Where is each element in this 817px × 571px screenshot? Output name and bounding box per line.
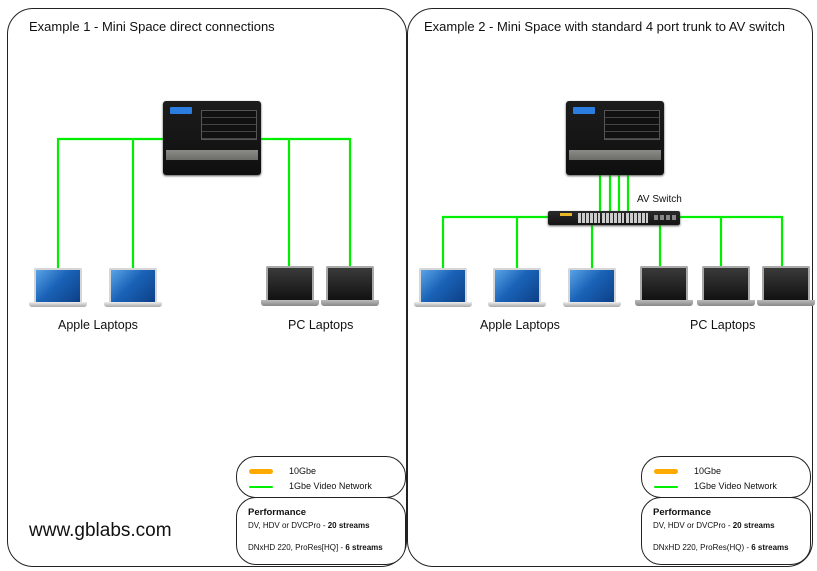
apple-laptop-icon [29, 268, 87, 308]
performance-line-dnxhd: DNxHD 220, ProRes(HQ) - 6 streams [653, 543, 789, 552]
server-front-band [569, 150, 661, 160]
server-front-band [166, 150, 258, 160]
server-logo-icon [170, 107, 192, 114]
ex1-apple-laptops-label: Apple Laptops [58, 318, 138, 332]
legend-10gbe-label: 10Gbe [289, 466, 317, 476]
performance-title: Performance [653, 507, 712, 518]
ex2-performance-box: Performance DV, HDV or DVCPro - 20 strea… [641, 497, 811, 565]
switch-ports-bank-3 [626, 213, 648, 223]
apple-laptop-icon [414, 268, 472, 308]
mini-space-server-ex1 [163, 101, 261, 175]
ex1-performance-box: Performance DV, HDV or DVCPro - 20 strea… [236, 497, 406, 565]
performance-line-dv: DV, HDV or DVCPro - 20 streams [653, 521, 775, 530]
example-1-title: Example 1 - Mini Space direct connection… [29, 19, 275, 34]
ex2-legend: 10Gbe 1Gbe Video Network [641, 456, 811, 498]
pc-laptop-icon [261, 266, 319, 306]
10gbe-swatch-icon [654, 469, 678, 474]
apple-laptop-icon [563, 268, 621, 308]
server-ports [604, 110, 660, 140]
av-switch-icon [548, 211, 680, 225]
pc-laptop-icon [697, 266, 755, 306]
mini-space-server-ex2 [566, 101, 664, 175]
av-switch-label: AV Switch [637, 194, 682, 205]
legend-1gbe-label: 1Gbe Video Network [289, 481, 372, 491]
1gbe-swatch-icon [249, 486, 273, 488]
ex1-legend: 10Gbe 1Gbe Video Network [236, 456, 406, 498]
switch-brand-tag [560, 213, 572, 216]
ex1-pc-laptops-label: PC Laptops [288, 318, 354, 332]
legend-1gbe-label: 1Gbe Video Network [694, 481, 777, 491]
website-link[interactable]: www.gblabs.com [29, 520, 172, 541]
server-logo-icon [573, 107, 595, 114]
pc-laptop-icon [321, 266, 379, 306]
switch-sfp-ports [654, 215, 676, 220]
switch-ports-bank-1 [578, 213, 600, 223]
10gbe-swatch-icon [249, 469, 273, 474]
example-2-title: Example 2 - Mini Space with standard 4 p… [424, 19, 786, 34]
legend-10gbe-label: 10Gbe [694, 466, 722, 476]
pc-laptop-icon [757, 266, 815, 306]
ex2-apple-laptops-label: Apple Laptops [480, 318, 560, 332]
1gbe-swatch-icon [654, 486, 678, 488]
switch-ports-bank-2 [602, 213, 624, 223]
ex2-pc-laptops-label: PC Laptops [690, 318, 756, 332]
performance-line-dv: DV, HDV or DVCPro - 20 streams [248, 521, 370, 530]
performance-line-dnxhd: DNxHD 220, ProRes[HQ] - 6 streams [248, 543, 383, 552]
apple-laptop-icon [104, 268, 162, 308]
performance-title: Performance [248, 507, 307, 518]
server-ports [201, 110, 257, 140]
pc-laptop-icon [635, 266, 693, 306]
apple-laptop-icon [488, 268, 546, 308]
